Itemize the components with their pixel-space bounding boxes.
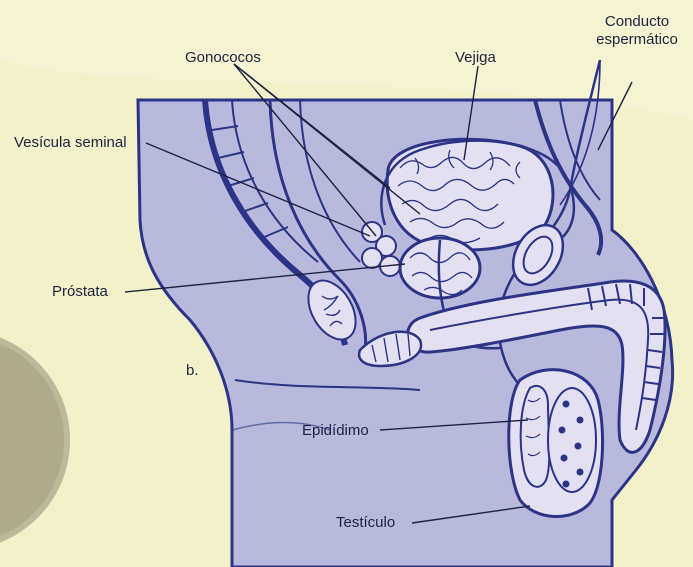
- panel-letter: b.: [186, 362, 199, 379]
- testis: [548, 388, 596, 492]
- label-vesicula-seminal: Vesícula seminal: [14, 134, 127, 151]
- label-prostata: Próstata: [52, 283, 108, 300]
- label-conducto-line1: Conducto: [590, 13, 684, 30]
- label-testiculo: Testículo: [336, 514, 395, 531]
- label-conducto-line2: espermático: [590, 31, 684, 48]
- label-vejiga: Vejiga: [455, 49, 496, 66]
- label-gonococos: Gonococos: [185, 49, 261, 66]
- label-epididimo: Epidídimo: [302, 422, 369, 439]
